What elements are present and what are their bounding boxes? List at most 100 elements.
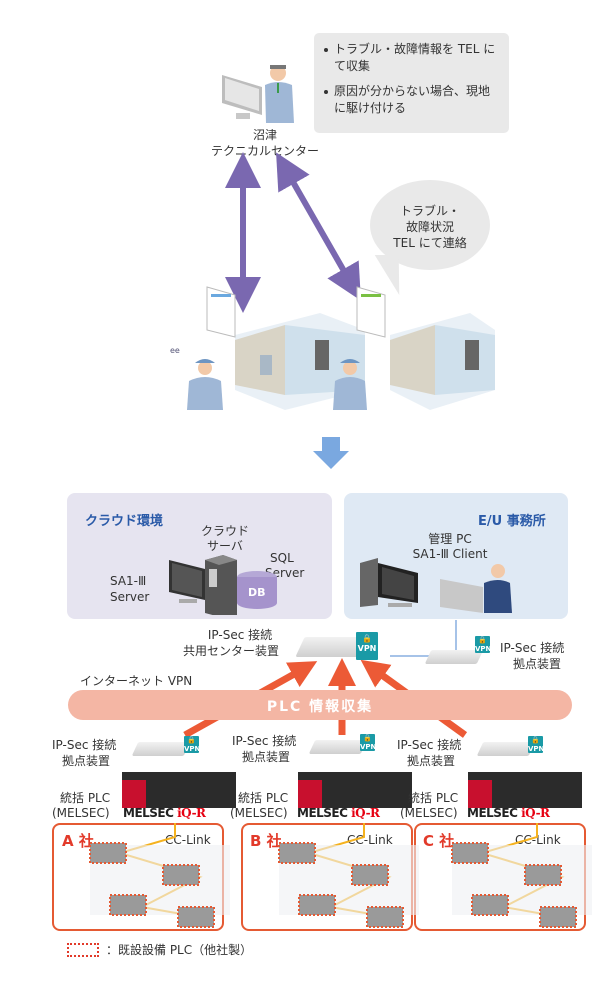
site-c-plc-label-line1: 統括 PLC	[408, 791, 459, 805]
monitor-icon	[222, 75, 262, 119]
admin-pc-illustration	[360, 558, 512, 613]
brand-series: iQ-R	[351, 806, 380, 820]
vpn-badge-label: VPN	[184, 745, 201, 753]
transition-down-arrow-icon	[313, 437, 349, 469]
site-b-plc-label-line2: (MELSEC)	[230, 806, 288, 820]
vpn-badge-label: VPN	[528, 745, 545, 753]
eu-panel-title: E/U 事務所	[478, 514, 546, 529]
sa1-server-label-line2: Server	[110, 590, 150, 604]
speech-line: TEL にて連絡	[393, 236, 467, 250]
cloud-server-illustration	[169, 555, 277, 615]
sql-label-line1: SQL	[270, 551, 294, 565]
lock-icon: 🔒	[362, 634, 372, 643]
cloud-server-label-line1: クラウド	[200, 524, 249, 538]
speech-bubble	[370, 180, 490, 270]
legend-text: ：既設設備 PLC（他社製）	[106, 943, 253, 957]
site-b-melsec-logo: MELSEC iQ-R	[297, 806, 380, 820]
lock-icon: 🔒	[363, 734, 372, 742]
site-a-device-label-line1: IP-Sec 接続	[52, 738, 117, 752]
monitor-icon	[169, 560, 205, 603]
db-label: DB	[248, 586, 266, 599]
worker-right-icon	[333, 359, 367, 410]
lock-icon: 🔒	[531, 736, 540, 744]
branch-device-label-line1: IP-Sec 接続	[500, 641, 565, 655]
site-c-cclink-label: CC-Link	[515, 833, 561, 847]
sa1-server-label-line1: SA1-Ⅲ	[110, 574, 147, 588]
existing-plc-unit	[351, 864, 389, 886]
site-c-vpn-badge: 🔒 VPN	[528, 736, 545, 753]
site-b-device-label-line1: IP-Sec 接続	[232, 734, 297, 748]
diagonal-double-arrow	[276, 152, 361, 301]
existing-plc-unit	[298, 894, 336, 916]
lock-icon: 🔒	[478, 636, 487, 644]
site-b-plc-rack	[298, 772, 412, 808]
site-a-vpn-badge: 🔒 VPN	[184, 736, 201, 753]
existing-plc-unit	[89, 842, 127, 864]
site-c-router	[476, 742, 536, 756]
site-b-router	[308, 740, 368, 754]
worker-left-icon: ee	[170, 346, 223, 410]
site-c-plc-rack	[468, 772, 582, 808]
site-c-device-label-line1: IP-Sec 接続	[397, 738, 462, 752]
eu-branch-vpn-badge: 🔒 VPN	[475, 636, 491, 653]
existing-plc-unit	[162, 864, 200, 886]
plc-cpu-module	[298, 780, 322, 808]
internet-vpn-label: インターネット VPN	[80, 674, 193, 688]
site-a-plc-rack	[122, 772, 236, 808]
site-b-device-label-line2: 拠点装置	[242, 750, 291, 764]
brand: MELSEC	[123, 806, 174, 820]
site-a-cclink-label: CC-Link	[165, 833, 211, 847]
plc-cpu-module	[122, 780, 146, 808]
database-icon	[237, 571, 277, 609]
plc-cpu-module	[468, 780, 492, 808]
site-a-company-name: A 社	[62, 832, 94, 850]
existing-plc-unit	[451, 842, 489, 864]
site-a-device-label-line2: 拠点装置	[62, 754, 111, 768]
info-bullet: 原因が分からない場合、現地に駆け付ける	[324, 83, 499, 117]
technician-at-monitor-illustration	[222, 65, 294, 123]
center-name-line1: 沼津	[252, 128, 277, 142]
center-device-label-line1: IP-Sec 接続	[207, 628, 273, 642]
existing-plc-unit	[366, 906, 404, 928]
office-worker-icon	[440, 564, 512, 613]
site-b-company-name: B 社	[250, 832, 282, 850]
person-with-phone-icon	[265, 65, 294, 123]
brand: MELSEC	[467, 806, 518, 820]
site-a-melsec-logo: MELSEC iQ-R	[123, 806, 206, 820]
document-green-icon	[356, 286, 386, 338]
vpn-badge-label: VPN	[360, 743, 377, 751]
desktop-pc-icon	[360, 558, 418, 607]
existing-plc-unit	[278, 842, 316, 864]
factory-right-icon	[390, 313, 495, 410]
cloud-panel-title: クラウド環境	[85, 514, 164, 529]
center-vpn-badge: 🔒 VPN	[356, 632, 378, 660]
cloud-server-label-line2: サーバ	[207, 539, 243, 553]
site-a-plc-label-line1: 統括 PLC	[60, 791, 111, 805]
plc-collection-label: PLC 情報収集	[266, 699, 374, 715]
admin-pc-label-line2: SA1-Ⅲ Client	[412, 547, 488, 561]
brand-series: iQ-R	[521, 806, 550, 820]
lock-icon: 🔒	[187, 736, 196, 744]
factory-left-icon	[235, 313, 365, 410]
factory-scenes-illustration: ee	[170, 286, 495, 410]
info-bullet: トラブル・故障情報を TEL にて収集	[324, 41, 499, 75]
speech-line: トラブル・	[399, 204, 460, 218]
brand: MELSEC	[297, 806, 348, 820]
center-device-label-line2: 共用センター装置	[183, 644, 280, 658]
site-b-plc-label-line1: 統括 PLC	[238, 791, 289, 805]
vpn-badge-label: VPN	[357, 644, 377, 653]
existing-plc-unit	[177, 906, 215, 928]
site-a-plc-label-line2: (MELSEC)	[52, 806, 110, 820]
info-box: トラブル・故障情報を TEL にて収集 原因が分からない場合、現地に駆け付ける	[314, 33, 509, 133]
site-a-router	[131, 742, 191, 756]
existing-plc-unit	[109, 894, 147, 916]
site-b-vpn-badge: 🔒 VPN	[360, 734, 377, 751]
document-blue-icon	[206, 286, 236, 338]
purple-arrows	[225, 152, 361, 313]
site-c-plc-label-line2: (MELSEC)	[400, 806, 458, 820]
speech-text: トラブル・ 故障状況 TEL にて連絡	[370, 203, 490, 251]
site-c-melsec-logo: MELSEC iQ-R	[467, 806, 550, 820]
existing-plc-unit	[524, 864, 562, 886]
existing-plc-unit	[471, 894, 509, 916]
legend-dotted-box	[67, 943, 99, 957]
